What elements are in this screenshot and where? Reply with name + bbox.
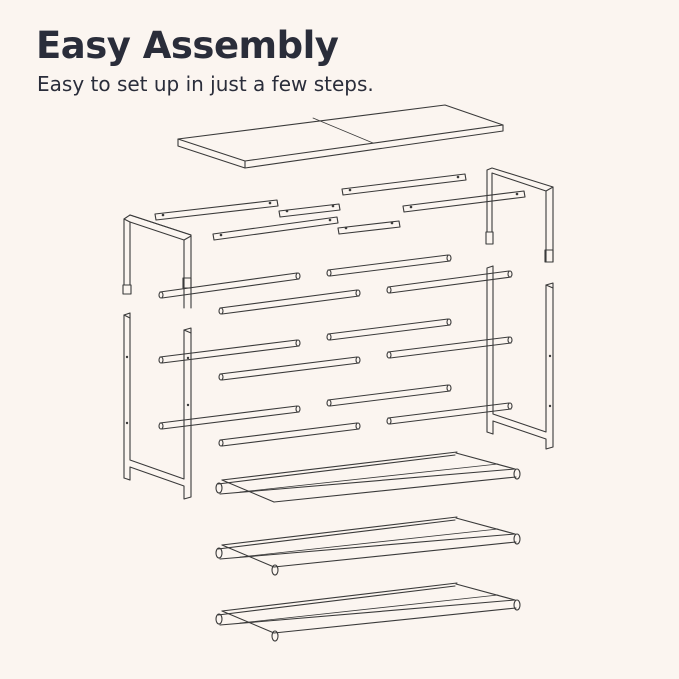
tubes [158, 254, 513, 447]
tube [386, 270, 513, 294]
tube [218, 356, 361, 381]
tube [326, 318, 452, 341]
tube [158, 405, 301, 430]
connector-bar [154, 199, 279, 221]
tube [158, 339, 301, 364]
upper-right-frame [485, 167, 554, 263]
connector-bars [154, 173, 526, 241]
connector-bar [278, 203, 341, 218]
fabric-shelves [215, 451, 521, 642]
tube [158, 272, 301, 299]
upper-left-frame [122, 214, 192, 309]
connector-bar [402, 190, 526, 213]
lower-right-frame [486, 265, 554, 450]
tube [326, 384, 452, 407]
tube [386, 402, 513, 425]
connector-bar [341, 173, 467, 196]
fabric-shelf [215, 451, 521, 503]
tube [386, 336, 513, 359]
top-board [177, 104, 504, 169]
connector-bar [337, 220, 401, 235]
connector-bar [212, 216, 339, 241]
page-title: Easy Assembly [36, 24, 339, 67]
tube [218, 289, 361, 315]
fabric-shelf [215, 582, 521, 642]
lower-left-frame [123, 312, 192, 500]
tube [218, 422, 361, 447]
page-subtitle: Easy to set up in just a few steps. [37, 72, 374, 96]
fabric-shelf [215, 516, 521, 576]
tube [326, 254, 452, 277]
